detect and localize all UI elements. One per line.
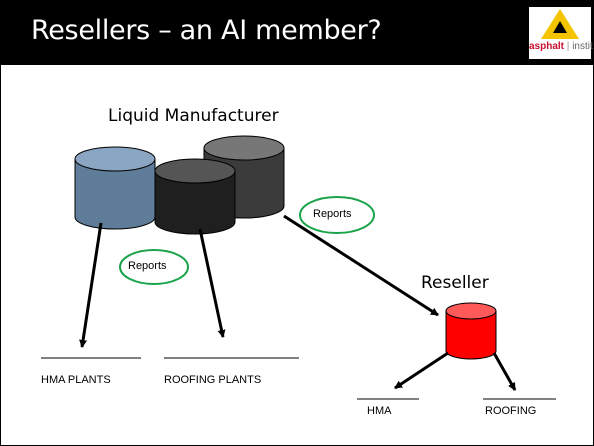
logo-text-bold: asphalt (529, 41, 565, 52)
arrow-to-hma-plants (79, 222, 103, 348)
reports-oval-1 (119, 249, 189, 285)
reseller-tank (445, 302, 497, 360)
reseller-label: Reseller (421, 273, 489, 293)
title-bar: Resellers – an AI member? asphalt | inst… (1, 1, 593, 65)
logo-text-light: institute (572, 41, 593, 52)
hma-label: HMA (367, 405, 392, 417)
logo-triangle-icon (541, 9, 579, 39)
reports-label-1: Reports (128, 260, 167, 272)
roofing-label: ROOFING (485, 405, 537, 417)
reports-label-2: Reports (313, 208, 352, 220)
arrow-to-roofing (492, 352, 517, 391)
logo-text: asphalt | institute (529, 41, 593, 52)
arrow-to-roofing-plants (198, 228, 226, 338)
arrow-to-reseller (283, 214, 439, 317)
reports-oval-2 (299, 196, 375, 234)
manufacturer-label: Liquid Manufacturer (108, 106, 279, 126)
arrow-to-hma (394, 351, 449, 390)
manufacturer-tank-blue (74, 146, 156, 230)
asphalt-institute-logo: asphalt | institute (529, 7, 593, 59)
manufacturer-tank-black (154, 158, 236, 235)
hma-plants-label: HMA PLANTS (41, 374, 111, 386)
roofing-plants-label: ROOFING PLANTS (164, 374, 262, 386)
slide-title: Resellers – an AI member? (31, 15, 382, 46)
logo-text-separator: | (566, 41, 570, 52)
